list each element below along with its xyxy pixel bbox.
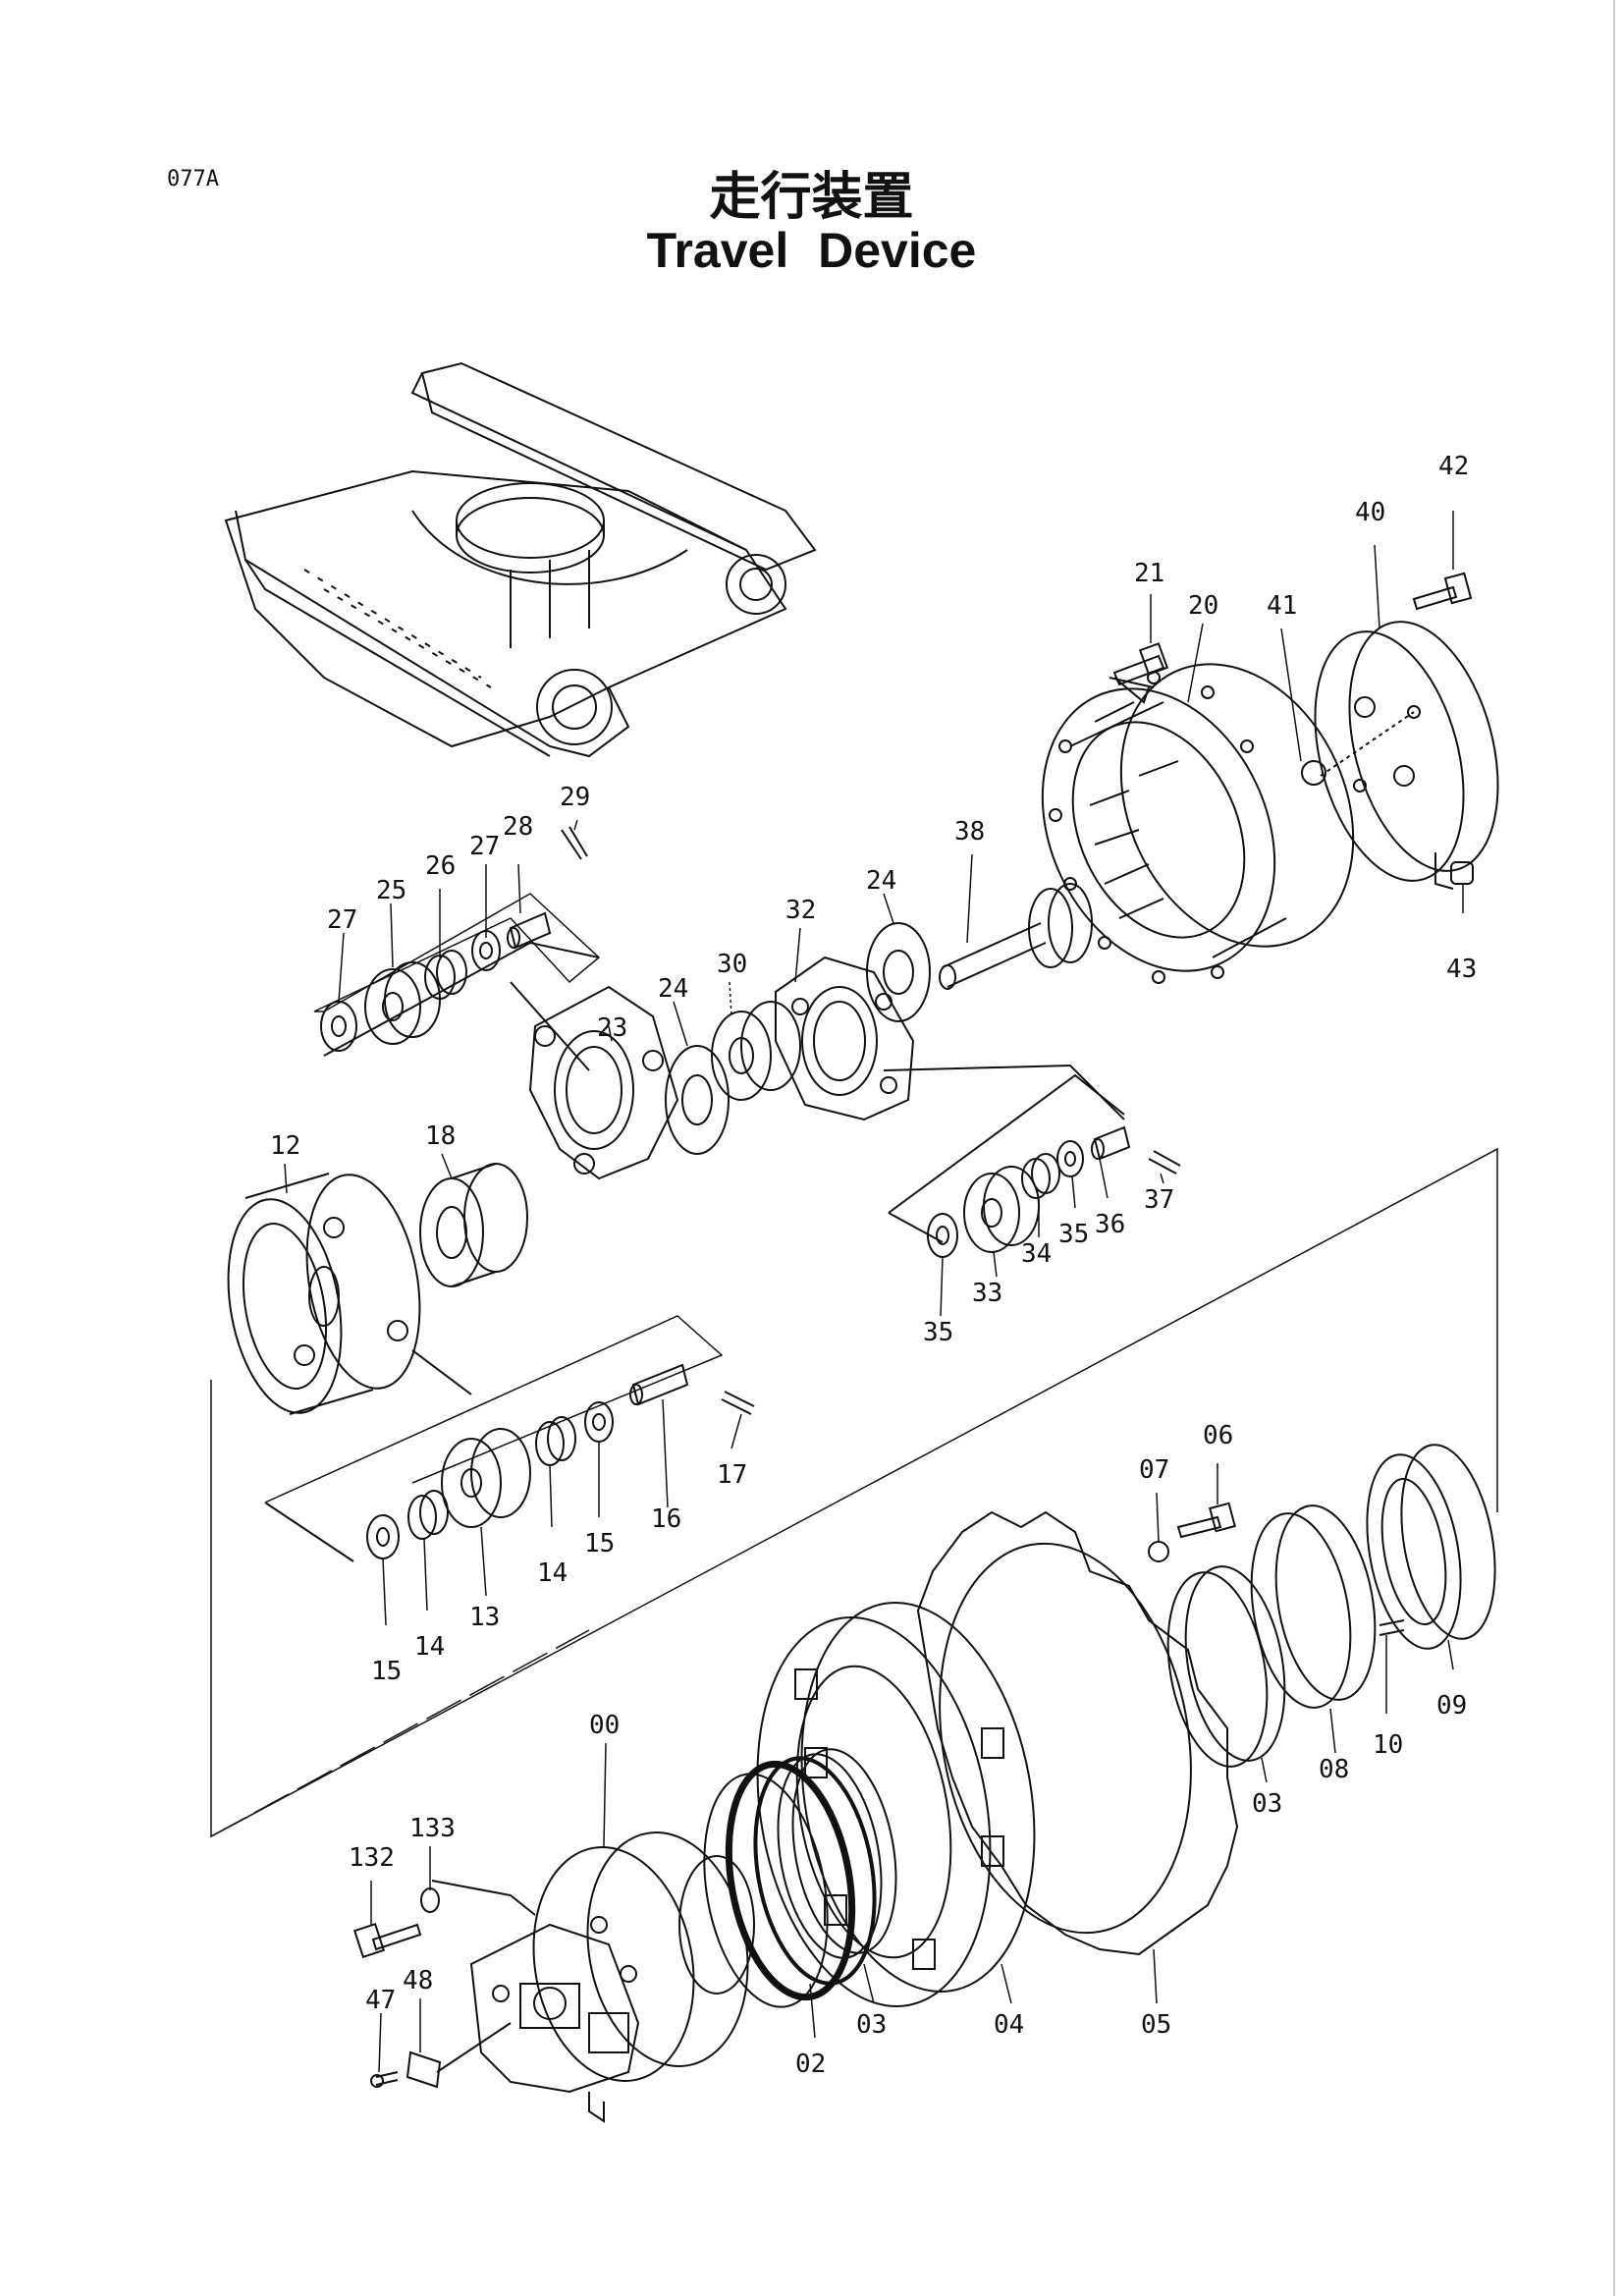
part-label-48: 48 (403, 1966, 433, 1995)
part-label-08: 08 (1319, 1755, 1349, 1784)
part-label-27: 27 (469, 832, 500, 861)
part-label-36: 36 (1095, 1210, 1125, 1239)
scan-edge (1613, 0, 1623, 2296)
part-label-12: 12 (270, 1131, 300, 1161)
part-label-42: 42 (1438, 452, 1469, 481)
part-label-14: 14 (537, 1558, 568, 1588)
ring-gear-group (1041, 572, 1499, 984)
part-label-03: 03 (1252, 1789, 1282, 1819)
part-label-32: 32 (785, 896, 816, 925)
part-label-28: 28 (503, 812, 533, 842)
part-label-21: 21 (1134, 559, 1164, 588)
track-frame-illustration (224, 361, 817, 758)
part-label-13: 13 (469, 1603, 500, 1632)
part-label-17: 17 (717, 1460, 747, 1490)
part-label-09: 09 (1436, 1691, 1467, 1721)
part-label-132: 132 (349, 1843, 395, 1873)
part-label-27b: 27 (327, 905, 357, 935)
part-label-07: 07 (1139, 1455, 1169, 1485)
part-label-02: 02 (795, 2050, 826, 2079)
assembly-frame (210, 1147, 1498, 1838)
part-label-24: 24 (866, 866, 896, 896)
part-label-15: 15 (584, 1529, 615, 1558)
drawing-code: 077A (167, 167, 219, 191)
drum-and-planet-group (227, 1163, 755, 1562)
part-label-133: 133 (409, 1814, 456, 1843)
part-label-26: 26 (425, 851, 456, 881)
part-label-35: 35 (1058, 1220, 1089, 1249)
part-label-05: 05 (1141, 2010, 1171, 2040)
title-english: Travel Device (646, 223, 977, 278)
part-label-20: 20 (1188, 591, 1218, 621)
part-label-24b: 24 (658, 974, 688, 1004)
part-label-38: 38 (954, 817, 985, 847)
part-label-34: 34 (1021, 1239, 1052, 1269)
part-label-06: 06 (1203, 1421, 1233, 1450)
part-label-25: 25 (376, 876, 406, 905)
part-label-10: 10 (1373, 1730, 1403, 1760)
part-label-30: 30 (717, 950, 747, 979)
part-label-47: 47 (365, 1986, 396, 2015)
part-label-18: 18 (425, 1121, 456, 1151)
part-label-35b: 35 (923, 1318, 953, 1347)
part-label-15b: 15 (371, 1657, 402, 1686)
part-label-41: 41 (1267, 591, 1297, 621)
part-label-16: 16 (651, 1504, 681, 1534)
part-label-23: 23 (597, 1013, 627, 1043)
part-label-40: 40 (1355, 498, 1385, 527)
part-label-03b: 03 (856, 2010, 887, 2040)
part-label-29: 29 (560, 783, 590, 812)
part-label-37: 37 (1144, 1185, 1174, 1215)
title-japanese: 走行装置 (709, 168, 914, 227)
part-label-33: 33 (972, 1279, 1002, 1308)
part-label-43: 43 (1446, 955, 1477, 984)
part-label-14b: 14 (414, 1632, 445, 1662)
leader-lines (284, 511, 1464, 2073)
part-labels: 42 40 21 20 41 43 29 28 27 26 25 27 38 3… (270, 452, 1477, 2079)
part-label-00: 00 (589, 1711, 620, 1740)
part-label-04: 04 (994, 2010, 1024, 2040)
second-planet-group (888, 1073, 1181, 1258)
